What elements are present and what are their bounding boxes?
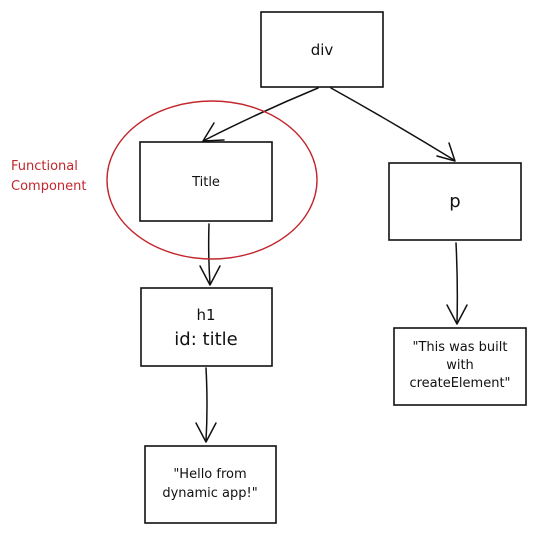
node-title: Title <box>139 141 273 222</box>
node-h1: h1 id: title <box>140 287 273 367</box>
functional-component-ellipse <box>106 100 318 260</box>
node-title-label: Title <box>191 175 220 190</box>
node-div-label: div <box>311 41 334 59</box>
edge-title-to-h1 <box>199 223 221 286</box>
node-title-box <box>139 141 273 222</box>
node-h1-line1: h1 <box>196 306 215 324</box>
node-p-text-line1: "This was built <box>413 340 508 355</box>
node-h1-box <box>140 287 273 367</box>
node-p-box <box>388 162 522 241</box>
node-h1-text-line2: dynamic app!" <box>162 486 257 501</box>
edge-p-to-text <box>446 242 468 325</box>
annotation-line2: Component <box>11 179 86 194</box>
edge-div-to-title <box>202 87 319 142</box>
node-h1-line2: id: title <box>174 329 237 350</box>
edge-h1-to-text <box>195 367 217 443</box>
node-div: div <box>260 11 384 88</box>
node-p-text-line2: with <box>446 358 474 373</box>
node-p-text-line3: createElement" <box>409 376 510 391</box>
node-p-text: "This was built with createElement" <box>393 327 527 406</box>
node-p-label: p <box>449 191 460 212</box>
node-h1-text: "Hello from dynamic app!" <box>144 445 277 524</box>
node-h1-text-box <box>144 445 277 524</box>
annotation-line1: Functional <box>11 159 78 174</box>
node-p: p <box>388 162 522 241</box>
node-h1-text-line1: "Hello from <box>173 467 246 482</box>
edge-div-to-p <box>330 87 456 162</box>
node-p-text-box <box>393 327 527 406</box>
node-div-box <box>260 11 384 88</box>
functional-component-annotation: Functional Component <box>11 100 318 260</box>
